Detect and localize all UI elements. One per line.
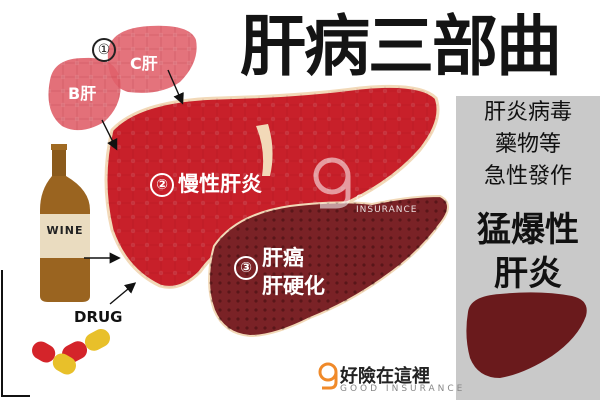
brand-logo-icon xyxy=(318,362,338,390)
frame-corner xyxy=(1,270,30,397)
stage-two-number: ② xyxy=(150,173,174,197)
arrow-c-to-chronic xyxy=(167,69,184,105)
liver-cancer-label: 肝癌 xyxy=(262,246,304,270)
arrow-drug-to-liver xyxy=(109,282,137,305)
side-panel-line-1: 肝炎病毒 xyxy=(483,100,572,125)
cirrhotic-liver xyxy=(208,194,449,338)
stage-one-number: ① xyxy=(92,38,116,62)
chronic-hepatitis-liver xyxy=(104,84,440,289)
liver-c-label: C肝 xyxy=(130,54,158,73)
watermark-line-2: INSURANCE xyxy=(356,205,418,215)
brand-subtitle: GOOD INSURANCE xyxy=(340,384,466,394)
stage-three-number: ③ xyxy=(234,256,258,280)
arrow-b-to-chronic xyxy=(101,119,118,151)
side-panel-emphasis-1: 猛爆性 xyxy=(477,210,579,250)
wine-bottle-icon xyxy=(40,144,90,302)
wine-label: WINE xyxy=(46,224,84,237)
stage-two-text: 慢性肝炎 xyxy=(178,172,262,196)
drug-label: DRUG xyxy=(74,308,123,326)
page-title: 肝病三部曲 xyxy=(240,8,562,85)
side-panel-line-3: 急性發作 xyxy=(483,164,572,189)
drug-capsule-icon xyxy=(32,329,111,375)
side-panel-emphasis-2: 肝炎 xyxy=(494,254,562,294)
liver-b-label: B肝 xyxy=(68,84,97,103)
brand-name: 好險在這裡 xyxy=(340,366,430,387)
watermark-line-1: GOOD xyxy=(356,194,389,204)
liver-c-blob xyxy=(107,25,197,93)
fulminant-liver xyxy=(456,96,600,400)
watermark-logo-icon xyxy=(313,157,351,209)
side-panel-line-2: 藥物等 xyxy=(494,132,561,157)
stage-three-text: 肝硬化 xyxy=(262,274,325,298)
liver-b-blob xyxy=(48,57,121,131)
